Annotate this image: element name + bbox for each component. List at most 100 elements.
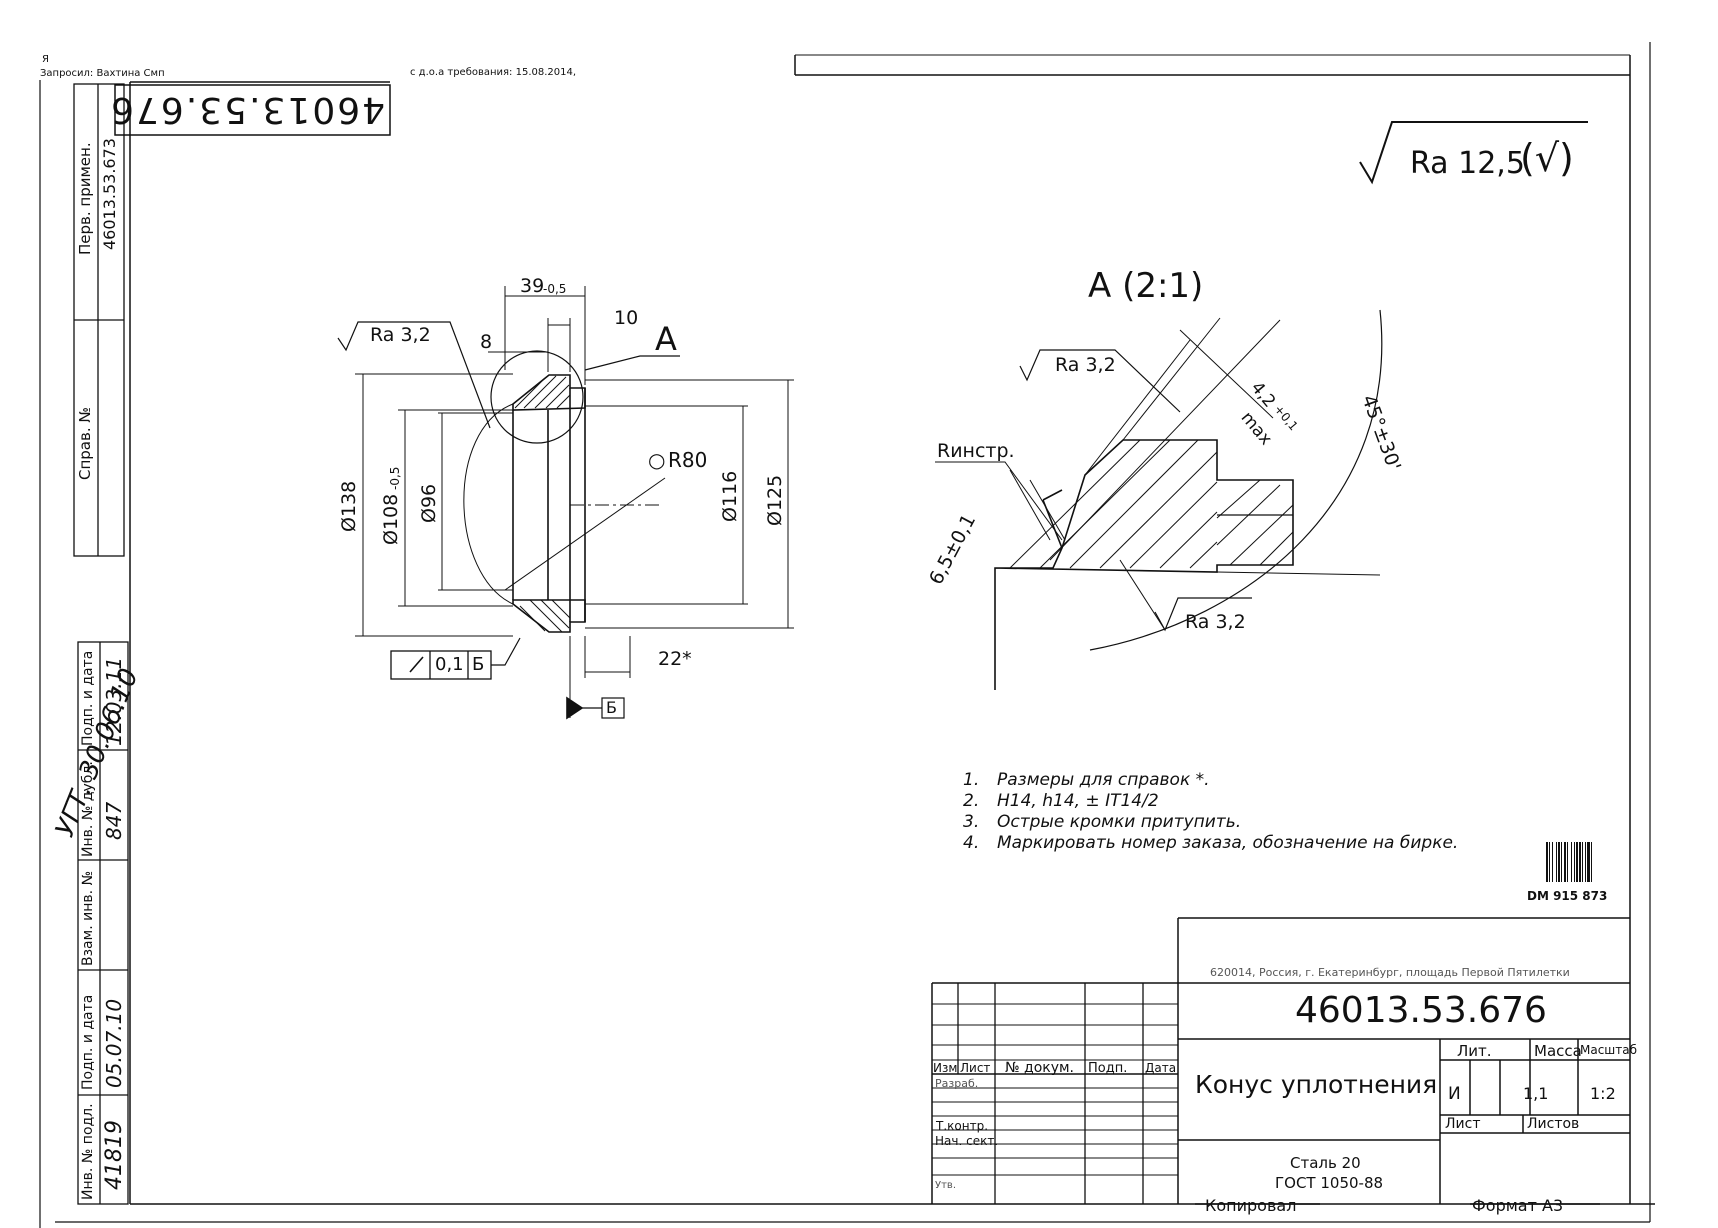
- dim-len-10: 10: [614, 307, 639, 329]
- strip-col-label-2: Подп. и дата: [80, 994, 96, 1090]
- hatch-top: [514, 375, 571, 409]
- barcode: [1546, 842, 1592, 882]
- reference-label: Справ. №: [76, 407, 94, 480]
- rev-header-sign: Подп.: [1088, 1061, 1128, 1076]
- barcode-bar: [1556, 842, 1557, 882]
- detail-circle-a: [490, 350, 584, 444]
- main-roughness-label: Ra 3,2: [370, 324, 431, 346]
- r80-arc: [463, 403, 514, 605]
- barcode-bar: [1574, 842, 1575, 882]
- dim-d96: Ø96: [418, 483, 440, 523]
- tolerance-datum: Б: [472, 654, 485, 675]
- barcode-bar: [1564, 842, 1566, 882]
- first-use-value: 46013.53.673: [100, 138, 119, 250]
- strip-col-value-4: 847: [102, 801, 126, 840]
- main-view: [337, 286, 794, 720]
- hatch-bottom: [519, 599, 571, 633]
- part-outline-bottom: [512, 599, 586, 633]
- rev-header-list: Лист: [960, 1061, 991, 1075]
- dim-d116: Ø116: [719, 470, 741, 522]
- role-approved: Утв.: [935, 1180, 956, 1191]
- dim-len-39: 39: [520, 275, 545, 297]
- note-1: 1.Размеры для справок *.: [963, 770, 1210, 790]
- main-roughness-symbol: [337, 321, 491, 429]
- note-3: 3.Острые кромки притупить.: [963, 812, 1242, 832]
- barcode-bar: [1552, 842, 1553, 882]
- callout-a-leader: [584, 355, 680, 371]
- roughness-general-symbol: [1359, 121, 1588, 185]
- detail-outline: [994, 439, 1294, 690]
- strip-col-label-1: Инв. № подл.: [80, 1103, 96, 1200]
- datum-b-triangle: [566, 696, 584, 720]
- barcode-bar: [1546, 842, 1548, 882]
- barcode-bar: [1591, 842, 1592, 882]
- dim-len-22: 22*: [658, 648, 692, 670]
- diameter-dims: [355, 373, 794, 637]
- note-2: 2.H14, h14, ± IT14/2: [963, 791, 1159, 811]
- r80-circle-icon: ○: [648, 448, 666, 472]
- roughness-general-suffix: (√): [1520, 136, 1574, 180]
- note-4: 4.Маркировать номер заказа, обозначение …: [963, 833, 1459, 853]
- mass-value: 1,1: [1523, 1084, 1549, 1103]
- header-scale: Масштаб: [1580, 1043, 1638, 1057]
- rotated-designation-box: [114, 84, 391, 136]
- header-mass: Масса: [1534, 1042, 1582, 1060]
- barcode-bar: [1571, 842, 1572, 882]
- detail-roughness-bottom: [1154, 597, 1252, 632]
- role-developer: Разраб.: [935, 1077, 979, 1090]
- barcode-label: DM 915 873: [1527, 889, 1608, 903]
- role-section-head: Нач. сект.: [935, 1134, 999, 1148]
- strip-col-value-2: 05.07.10: [102, 998, 126, 1088]
- barcode-bar: [1585, 842, 1586, 882]
- dim-d138: Ø138: [338, 480, 360, 532]
- title-block-address: 620014, Россия, г. Екатеринбург, площадь…: [1210, 966, 1570, 979]
- barcode-bar: [1582, 842, 1583, 882]
- scale-value: 1:2: [1590, 1084, 1616, 1103]
- roughness-general-label: Ra 12,5: [1410, 146, 1525, 181]
- header-lit: Лит.: [1457, 1042, 1492, 1060]
- dim-d125: Ø125: [764, 474, 786, 526]
- dim-d108: Ø108: [380, 493, 402, 545]
- sheet-label: Лист: [1445, 1116, 1481, 1132]
- left-strip-frame: [73, 83, 129, 1205]
- role-tech-control: Т.контр.: [936, 1119, 989, 1133]
- copied-label: Копировал: [1205, 1196, 1297, 1215]
- lit-value: И: [1448, 1084, 1461, 1104]
- detail-title: А (2:1): [1088, 266, 1204, 306]
- barcode-bar: [1579, 842, 1581, 882]
- first-use-label: Перв. примен.: [76, 142, 94, 255]
- datum-b-label: Б: [606, 698, 617, 717]
- title-block-designation: 46013.53.676: [1295, 990, 1547, 1031]
- title-block-material-2: ГОСТ 1050-88: [1275, 1174, 1384, 1192]
- rotated-designation: 46013.53.676: [109, 89, 385, 130]
- detail-roughness-top-label: Ra 3,2: [1055, 354, 1116, 376]
- barcode-bar: [1587, 842, 1590, 882]
- title-block-material-1: Сталь 20: [1290, 1154, 1361, 1172]
- title-block-frame: [931, 917, 1630, 1205]
- dim-len-39-tol: -0,5: [543, 282, 567, 296]
- barcode-bar: [1558, 842, 1560, 882]
- header-requester: Запросил: Вахтина Смп: [40, 68, 165, 79]
- part-outline-top: [512, 374, 586, 411]
- strip-col-value-1: 41819: [102, 1120, 127, 1190]
- sheets-label: Листов: [1527, 1116, 1580, 1132]
- strip-col-label-3: Взам. инв. №: [80, 870, 96, 966]
- angle-arc: [1089, 309, 1383, 651]
- title-block-part-name: Конус уплотнения: [1195, 1070, 1438, 1099]
- format-label: Формат А3: [1472, 1196, 1564, 1215]
- sheet-frame: [39, 42, 1655, 1228]
- barcode-bar: [1549, 842, 1550, 882]
- detail-callout-a: A: [655, 320, 677, 358]
- detail-hatch: [1009, 439, 1294, 569]
- barcode-bar: [1576, 842, 1578, 882]
- technical-notes: 1.Размеры для справок *. 2.H14, h14, ± I…: [963, 770, 1458, 854]
- barcode-bar: [1561, 842, 1562, 882]
- dim-d108-tol: -0,5: [388, 466, 402, 490]
- length-dims: [488, 286, 631, 718]
- detail-view-a: [935, 309, 1383, 690]
- header-request-date: с д.о.а требования: 15.08.2014,: [410, 67, 577, 78]
- detail-tool-radius: Rинстр.: [937, 440, 1015, 462]
- tolerance-value: 0,1: [435, 654, 464, 675]
- rev-header-doc: № докум.: [1005, 1060, 1075, 1076]
- dim-len-8: 8: [480, 331, 493, 353]
